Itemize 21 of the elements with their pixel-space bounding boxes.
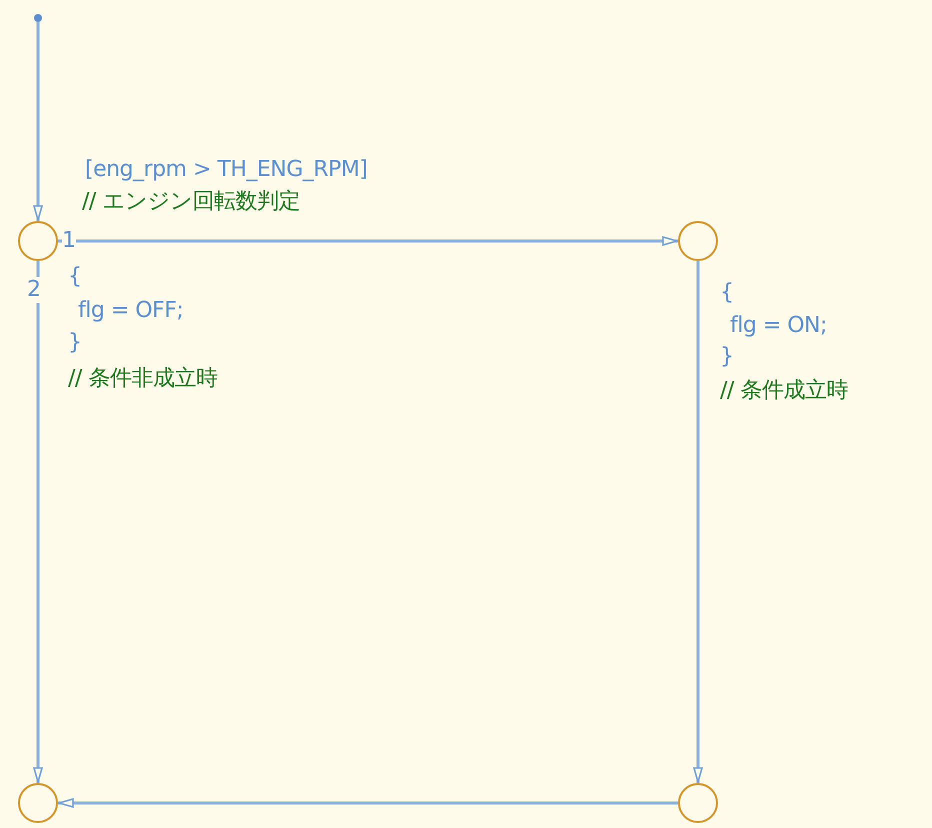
execution-order-number: 2 — [27, 277, 40, 303]
action-code: { — [720, 280, 734, 306]
transition-arrow — [33, 261, 43, 783]
default-transition-dot — [34, 14, 42, 22]
action-code: } — [720, 344, 734, 370]
transition-arrow — [33, 22, 43, 221]
transition-arrow — [58, 798, 678, 808]
junction-circle — [18, 221, 58, 261]
action-code: { — [68, 264, 82, 290]
transition-condition: [eng_rpm > TH_ENG_RPM] — [85, 157, 368, 183]
transition-arrow — [58, 236, 678, 246]
comment-text: // エンジン回転数判定 — [82, 189, 300, 215]
action-code: flg = OFF; — [78, 298, 184, 324]
action-code: flg = ON; — [730, 313, 827, 339]
transition-arrow — [693, 261, 703, 783]
comment-text: // 条件非成立時 — [68, 366, 218, 392]
comment-text: // 条件成立時 — [720, 378, 848, 404]
junction-circle — [678, 221, 718, 261]
action-code: } — [68, 330, 82, 356]
junction-circle — [18, 783, 58, 823]
junction-circle — [678, 783, 718, 823]
